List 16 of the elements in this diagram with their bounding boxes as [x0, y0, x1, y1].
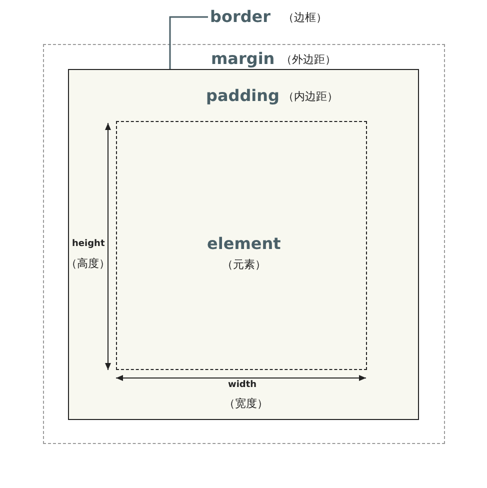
- box-subtitle: （边框）: [283, 10, 327, 25]
- border-box: [68, 69, 419, 420]
- dimension-label: （宽度）: [224, 396, 268, 411]
- element-box: [116, 121, 367, 370]
- box-title: element: [207, 234, 281, 253]
- box-title: margin: [211, 49, 275, 68]
- dimension-label: height: [72, 239, 105, 249]
- dimension-label: （高度）: [66, 256, 110, 271]
- margin-box: [43, 44, 445, 444]
- box-subtitle: （外边距）: [281, 52, 336, 67]
- box-subtitle: （元素）: [222, 257, 266, 272]
- dimension-label: width: [228, 380, 257, 390]
- leader-line: [169, 16, 208, 69]
- box-title: border: [210, 7, 271, 26]
- box-subtitle: （内边距）: [283, 89, 338, 104]
- box-title: padding: [206, 86, 280, 105]
